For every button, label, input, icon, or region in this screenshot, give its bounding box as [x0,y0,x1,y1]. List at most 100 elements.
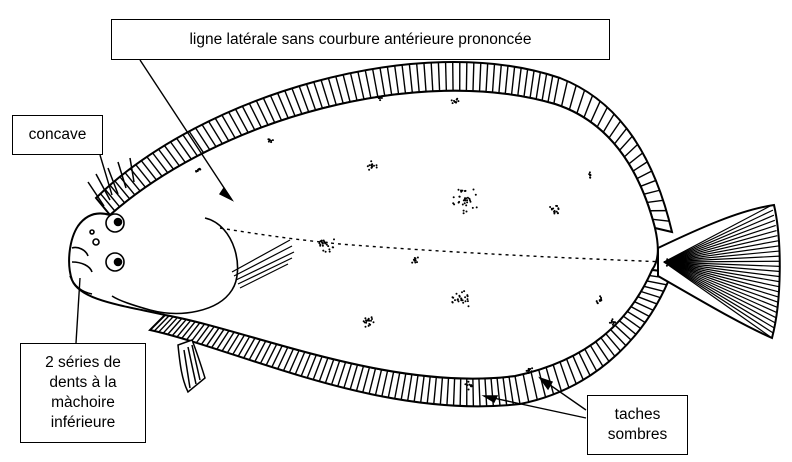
spot-dot [327,245,329,247]
spot-dot [368,169,370,171]
spot-dot [457,100,459,102]
spot-dot [666,258,668,260]
spot-dot [466,199,468,201]
spot-dot [468,389,470,391]
spot-dot [414,262,416,264]
spot-dot [322,245,324,247]
spot-dot [368,325,370,327]
spot-dot [459,296,461,298]
fin-ray [446,62,447,91]
spot-dot [465,204,467,206]
spot-dot [466,294,468,296]
spots-label-line-2: sombres [608,425,667,445]
caudal-fin [658,205,780,338]
spot-dot [558,208,560,210]
spot-dot [464,199,466,201]
spot-dot [379,99,381,101]
spot-dot [458,201,460,203]
spot-dot [457,299,459,301]
spot-dot [462,302,464,304]
spot-dot [472,207,474,209]
teeth-label: 2 séries de dents à la màchoire inférieu… [20,343,146,443]
spot-dot [531,367,533,369]
spot-dot [371,166,373,168]
spot-dot [476,206,478,208]
spot-dot [198,168,200,170]
spot-dot [612,324,614,326]
spot-dot [466,201,468,203]
spot-dot [589,176,591,178]
spot-dot [451,301,453,303]
spot-dot [590,174,592,176]
spot-dot [322,242,324,244]
spot-dot [323,240,325,242]
spot-dot [371,316,373,318]
spot-dot [467,197,469,199]
spot-dot [463,210,465,212]
spot-dot [379,97,381,99]
concave-label: concave [12,115,103,155]
spot-dot [667,263,669,265]
teeth-label-line-1: 2 séries de [45,353,121,373]
spot-dot [373,165,375,167]
spot-dot [466,384,468,386]
spot-dot [452,102,454,104]
spot-dot [549,206,551,208]
spot-dot [332,246,334,248]
spot-dot [367,319,369,321]
spot-dot [272,139,274,141]
spot-dot [609,322,611,324]
spot-dot [467,298,469,300]
spot-dot [464,202,466,204]
teeth-label-line-3: màchoire [51,393,115,413]
spot-dot [553,211,555,213]
spot-dot [462,204,464,206]
spot-dot [553,213,555,215]
spot-dot [589,171,591,173]
spot-dot [464,296,466,298]
spot-dot [329,251,331,253]
spot-dot [381,97,383,99]
spots-label: taches sombres [587,395,688,455]
fin-ray [460,378,461,406]
spot-dot [463,290,465,292]
spot-dot [461,291,463,293]
spot-dot [456,293,458,295]
spot-dot [666,265,668,267]
spot-dot [369,164,371,166]
spot-dot [416,261,418,263]
spot-dot [528,369,530,371]
spot-dot [556,211,558,213]
spot-dot [377,96,379,98]
spot-dot [458,196,460,198]
spot-dot [415,257,417,259]
spot-dot [466,211,468,213]
spot-dot [552,208,554,210]
spot-dot [614,321,616,323]
teeth-label-line-4: inférieure [51,413,116,433]
spot-dot [463,212,465,214]
pelvic-fin [178,340,205,392]
spot-dot [596,300,598,302]
spot-dot [322,250,324,252]
spot-dot [411,262,413,264]
spot-dot [326,242,328,244]
spot-dot [453,100,455,102]
spot-dot [269,139,271,141]
spot-dot [556,205,558,207]
spot-dot [465,197,467,199]
spot-dot [458,189,460,191]
spot-dot [527,371,529,373]
spot-dot [471,385,473,387]
spot-dot [452,202,454,204]
spot-dot [669,259,671,261]
spot-dot [364,317,366,319]
spot-dot [468,305,470,307]
spot-dot [611,320,613,322]
spot-dot [468,381,470,383]
spot-dot [451,99,453,101]
spot-dot [365,326,367,328]
fin-ray [664,261,780,262]
spot-dot [326,244,328,246]
